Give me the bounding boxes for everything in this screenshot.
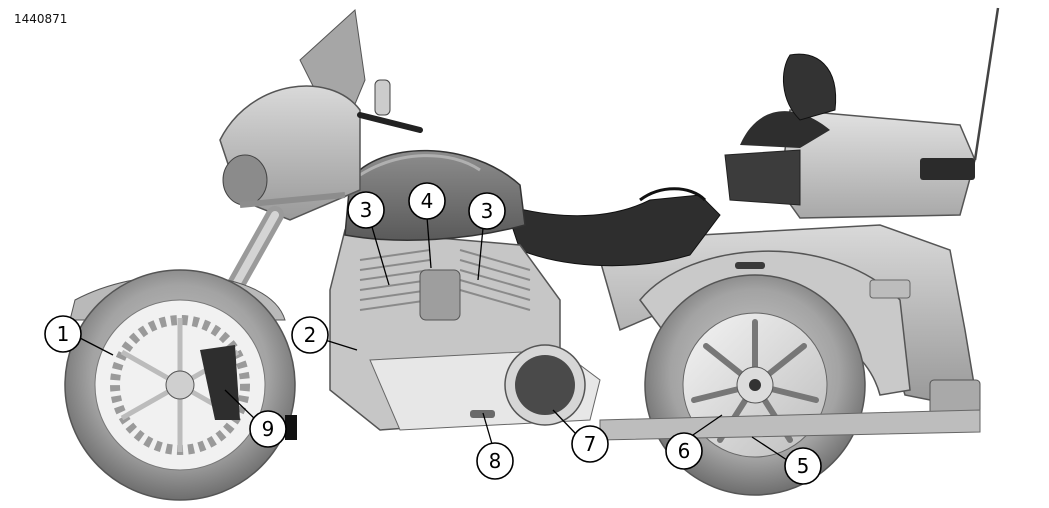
callout: 7 [571,425,609,463]
figure-id: 1440871 [14,12,68,26]
callout-label: 2 [304,323,317,347]
callout-label: 9 [262,417,275,441]
callout-label: 3 [360,198,373,222]
callout: 9 [249,410,287,448]
seat [504,187,721,267]
callout: 8 [476,442,514,480]
callout: 6 [665,432,703,470]
callout: 4 [408,182,446,220]
leader-lines [77,216,791,463]
front-wheel [64,269,297,501]
callout: 1 [44,315,82,353]
callout-label: 6 [678,439,691,463]
callout-label: 5 [797,454,810,478]
callout: 5 [784,447,822,485]
callout-label: 3 [481,199,494,223]
callout: 2 [291,316,329,354]
callout: 3 [468,192,506,230]
callout-label: 1 [57,322,70,346]
rear-wheel [644,274,866,496]
callout-label: 7 [584,432,597,456]
tour-pack [724,7,1000,219]
callout-label: 4 [421,189,434,213]
callout-label: 8 [489,449,502,473]
callout: 3 [347,191,385,229]
